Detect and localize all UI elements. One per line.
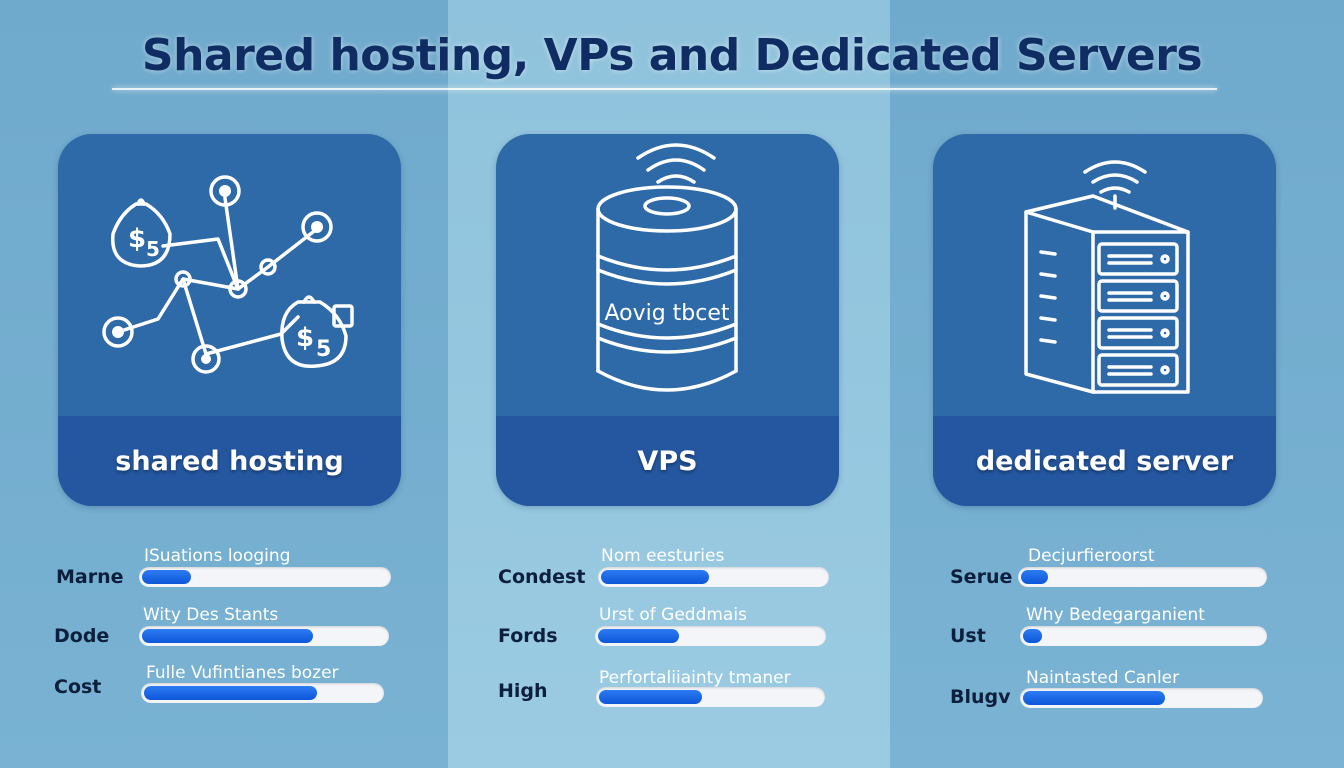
- progress-bar: [139, 626, 389, 646]
- bar-caption: Wity Des Stants: [143, 605, 279, 625]
- progress-bar: [141, 683, 384, 703]
- database-icon-text: Aovig tbcet: [604, 301, 729, 326]
- progress-bar: [596, 687, 825, 707]
- progress-bar-fill: [1023, 691, 1166, 705]
- progress-bar: [1020, 626, 1267, 646]
- svg-text:5: 5: [316, 337, 331, 362]
- network-icon: $5 $5: [58, 134, 401, 416]
- bar-caption: Nom eesturies: [601, 546, 725, 566]
- metric-label: Marne: [56, 566, 124, 588]
- progress-bar-fill: [1023, 629, 1043, 643]
- metric-label: Cost: [54, 676, 102, 698]
- bar-caption: Why Bedegarganient: [1026, 605, 1205, 625]
- metric-label: Ust: [950, 625, 986, 647]
- progress-bar: [1018, 567, 1267, 587]
- title-underline: [112, 88, 1217, 90]
- server-rack-icon: [933, 134, 1276, 416]
- progress-bar-fill: [142, 629, 313, 643]
- progress-bar-fill: [144, 686, 317, 700]
- bar-caption: ISuations looging: [144, 546, 291, 566]
- progress-bar: [598, 567, 829, 587]
- metric-label: Dode: [54, 625, 110, 647]
- shared-hosting-label: shared hosting: [115, 445, 344, 477]
- progress-bar-fill: [601, 570, 709, 584]
- svg-text:$: $: [128, 224, 146, 254]
- bar-caption: Naintasted Canler: [1026, 668, 1180, 688]
- vps-label-band: VPS: [496, 416, 839, 506]
- dedicated-server-card: dedicated server: [933, 134, 1276, 506]
- metric-label: Blugv: [950, 686, 1011, 708]
- progress-bar-fill: [1021, 570, 1048, 584]
- bar-caption: Fulle Vufintianes bozer: [146, 663, 339, 683]
- progress-bar-fill: [598, 629, 679, 643]
- metric-label: Fords: [498, 625, 558, 647]
- progress-bar-fill: [142, 570, 192, 584]
- progress-bar: [1020, 688, 1263, 708]
- metric-label: Condest: [498, 566, 586, 588]
- bar-caption: Decjurfieroorst: [1028, 546, 1155, 566]
- svg-text:$: $: [296, 323, 314, 353]
- dedicated-server-label-band: dedicated server: [933, 416, 1276, 506]
- bar-caption: Urst of Geddmais: [599, 605, 747, 625]
- dedicated-server-label: dedicated server: [975, 445, 1234, 477]
- bar-caption: Perfortaliiainty tmaner: [599, 668, 791, 688]
- progress-bar: [595, 626, 826, 646]
- progress-bar-fill: [599, 690, 702, 704]
- metric-label: Serue: [950, 566, 1013, 588]
- metric-label: High: [498, 680, 548, 702]
- vps-card: Aovig tbcet VPS: [496, 134, 839, 506]
- progress-bar: [139, 567, 391, 587]
- database-icon: Aovig tbcet: [496, 134, 839, 416]
- page-title: Shared hosting, VPs and Dedicated Server…: [141, 30, 1203, 81]
- shared-hosting-label-band: shared hosting: [58, 416, 401, 506]
- shared-hosting-card: $5 $5 shared hosting: [58, 134, 401, 506]
- vps-label: VPS: [637, 445, 698, 477]
- svg-text:5: 5: [146, 237, 160, 261]
